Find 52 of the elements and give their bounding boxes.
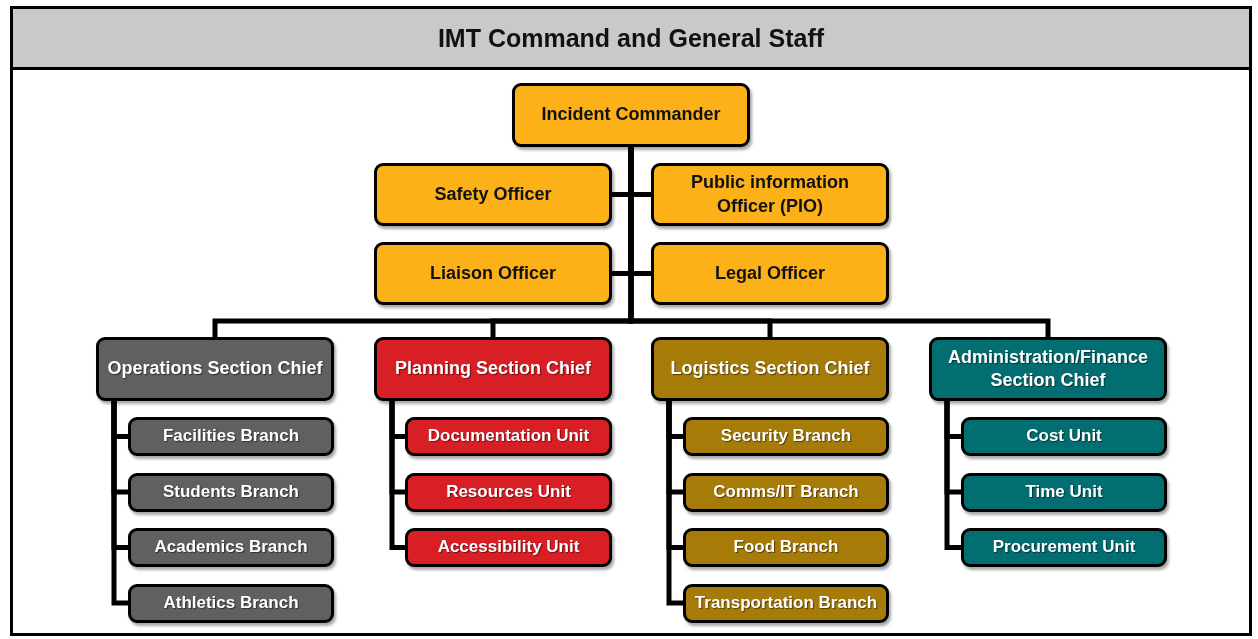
org-box	[374, 163, 612, 226]
org-box	[374, 242, 612, 305]
org-box	[405, 528, 612, 567]
role-label: Cost Unit	[1026, 425, 1102, 448]
org-box	[374, 337, 612, 401]
org-box	[128, 583, 334, 623]
role-label: Security Branch	[720, 425, 852, 448]
org-box	[405, 472, 612, 512]
org-box	[128, 528, 334, 567]
org-box	[128, 472, 334, 512]
role-label: Food Branch	[733, 536, 839, 559]
org-box	[651, 163, 889, 226]
role-label: Academics Branch	[154, 536, 308, 559]
org-box	[683, 528, 889, 567]
connector-line	[666, 401, 683, 606]
role-label: Procurement Unit	[992, 536, 1136, 559]
role-label: Resources Unit	[446, 480, 571, 503]
role-label: Accessibility Unit	[437, 536, 580, 559]
role-label: Liaison Officer	[430, 261, 556, 285]
org-box	[961, 528, 1167, 567]
org-box	[651, 242, 889, 305]
role-label: Comms/IT Branch	[713, 480, 859, 503]
connector-line	[389, 401, 405, 550]
org-box	[651, 337, 889, 401]
connector-line	[628, 147, 1051, 337]
role-label: Operations Section Chief	[107, 357, 323, 381]
org-box	[405, 417, 612, 456]
org-box	[961, 417, 1167, 456]
role-label: Transportation Branch	[694, 591, 878, 614]
org-box	[683, 417, 889, 456]
org-box	[512, 83, 750, 147]
role-label: Administration/Finance Section Chief	[947, 345, 1149, 392]
role-label: Athletics Branch	[163, 591, 299, 614]
role-label: Safety Officer	[434, 182, 552, 206]
org-box	[128, 417, 334, 456]
role-label: Legal Officer	[715, 261, 825, 285]
role-label: Documentation Unit	[427, 425, 590, 448]
role-label: Logistics Section Chief	[670, 357, 870, 381]
org-box	[929, 337, 1167, 401]
connector-line	[111, 401, 128, 606]
role-label: Planning Section Chief	[395, 357, 591, 381]
connector-line	[944, 401, 961, 550]
role-label: Public information Officer (PIO)	[690, 171, 850, 218]
org-box	[683, 472, 889, 512]
org-box	[96, 337, 334, 401]
title-bar: IMT Command and General Staff	[10, 6, 1252, 70]
role-label: Incident Commander	[541, 103, 721, 127]
role-label: Time Unit	[1025, 480, 1103, 503]
role-label: Students Branch	[163, 480, 299, 503]
org-box	[683, 583, 889, 623]
role-label: Facilities Branch	[162, 425, 300, 448]
org-box	[961, 472, 1167, 512]
